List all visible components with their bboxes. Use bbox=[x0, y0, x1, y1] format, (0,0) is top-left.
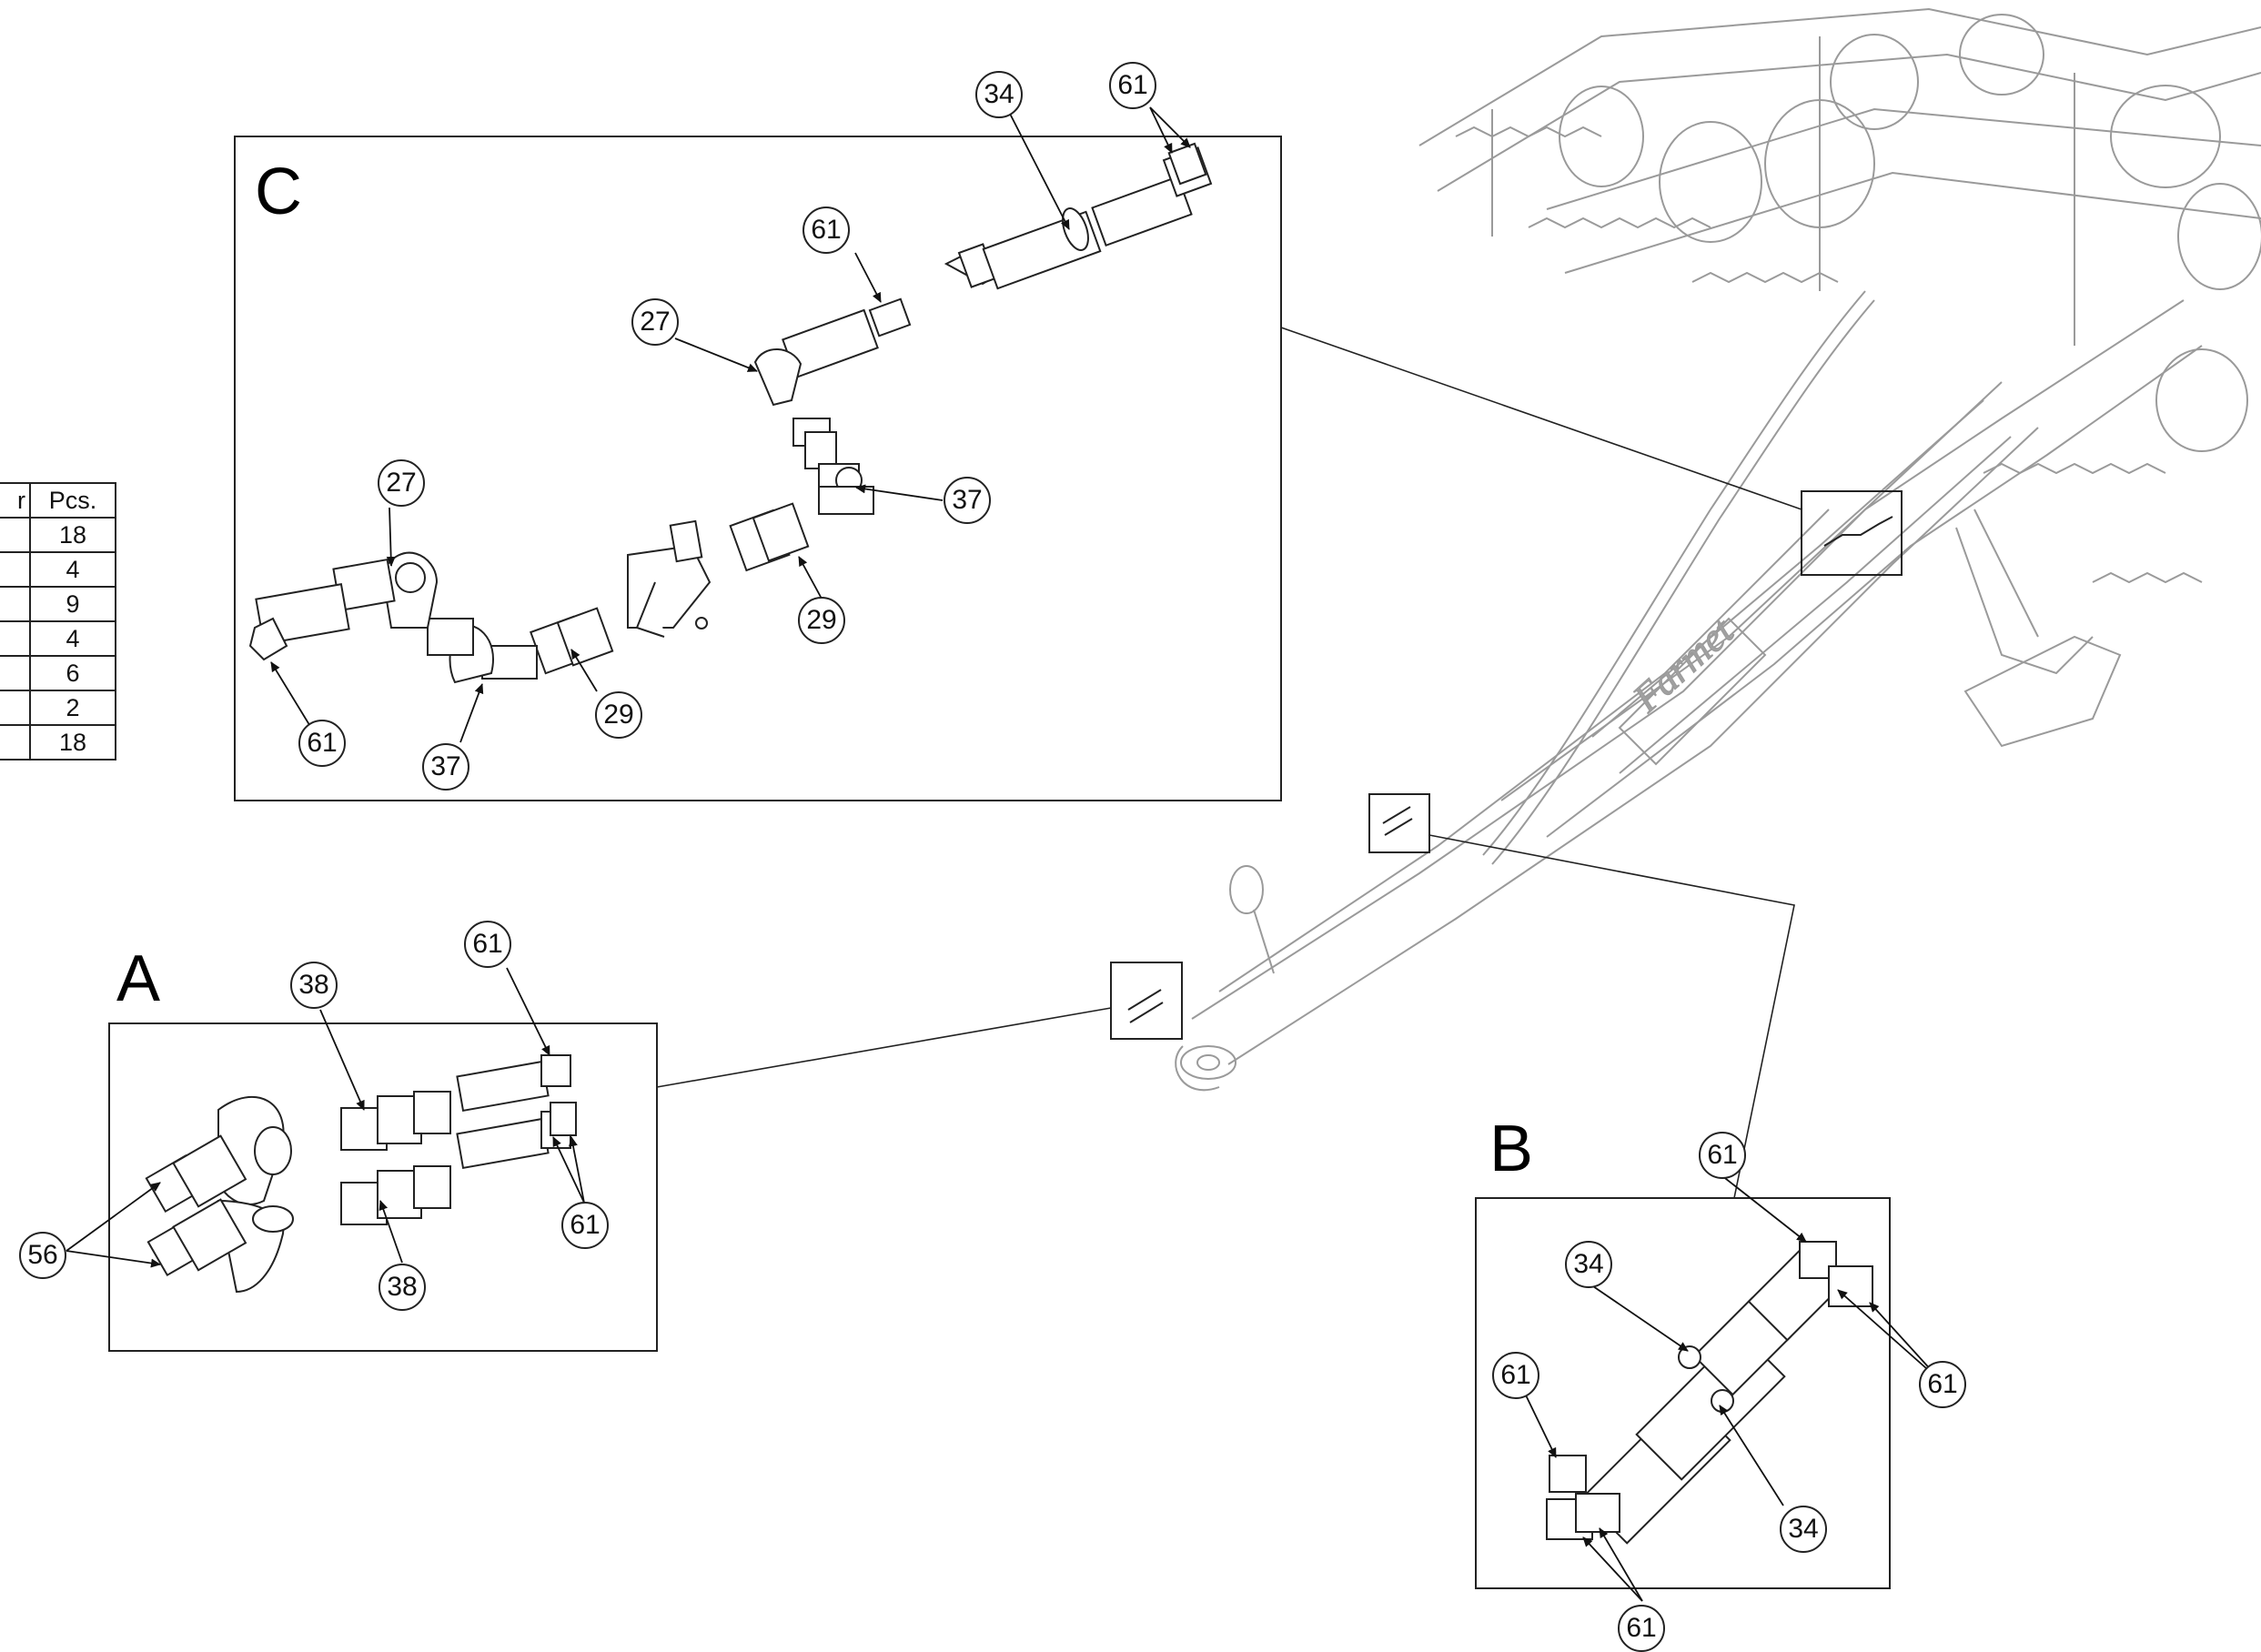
callout-61: 61 bbox=[1492, 1352, 1539, 1399]
table-row: 18 bbox=[0, 517, 116, 553]
table-row: 4 bbox=[0, 620, 116, 657]
callout-61: 61 bbox=[1699, 1132, 1746, 1179]
parts-table: r Pcs. 18 4 9 4 6 2 18 bbox=[0, 482, 116, 761]
table-cell: 18 bbox=[29, 724, 116, 761]
zoom-box-c bbox=[1801, 490, 1903, 576]
callout-61: 61 bbox=[1919, 1361, 1966, 1408]
table-cell bbox=[0, 655, 31, 691]
detail-label-c: C bbox=[255, 156, 302, 228]
detail-b-parts bbox=[1546, 1241, 1873, 1545]
table-cell bbox=[0, 690, 31, 726]
detail-leaders bbox=[656, 327, 1802, 1199]
detail-label-b: B bbox=[1489, 1113, 1534, 1185]
detail-c-parts bbox=[248, 142, 1213, 684]
zoom-box-b bbox=[1368, 793, 1430, 853]
column-header-item: r bbox=[0, 482, 31, 519]
callout-34: 34 bbox=[1565, 1241, 1612, 1288]
table-row: 18 bbox=[0, 724, 116, 761]
callout-37: 37 bbox=[422, 743, 469, 791]
table-cell bbox=[0, 586, 31, 622]
table-cell: 4 bbox=[29, 620, 116, 657]
table-header-row: r Pcs. bbox=[0, 482, 116, 519]
callout-61: 61 bbox=[298, 720, 346, 767]
callout-38: 38 bbox=[290, 962, 338, 1009]
machine-frame bbox=[1175, 7, 2261, 1092]
detail-label-a: A bbox=[116, 942, 161, 1015]
callout-61: 61 bbox=[561, 1202, 609, 1249]
callout-61: 61 bbox=[802, 206, 850, 254]
table-cell bbox=[0, 724, 31, 761]
callout-27: 27 bbox=[378, 459, 425, 507]
callout-34: 34 bbox=[1780, 1506, 1827, 1553]
callout-29: 29 bbox=[798, 597, 845, 644]
callout-27: 27 bbox=[631, 298, 679, 346]
callout-leaders bbox=[66, 106, 1943, 1602]
table-cell: 9 bbox=[29, 586, 116, 622]
table-cell: 6 bbox=[29, 655, 116, 691]
table-cell bbox=[0, 551, 31, 588]
zoom-box-a bbox=[1110, 962, 1183, 1040]
detail-frames bbox=[108, 136, 1891, 1589]
table-cell: 4 bbox=[29, 551, 116, 588]
table-row: 9 bbox=[0, 586, 116, 622]
callout-61: 61 bbox=[464, 921, 511, 968]
callout-37: 37 bbox=[944, 477, 991, 524]
callout-34: 34 bbox=[975, 71, 1023, 118]
table-row: 2 bbox=[0, 690, 116, 726]
table-cell: 2 bbox=[29, 690, 116, 726]
table-cell bbox=[0, 620, 31, 657]
callout-61: 61 bbox=[1618, 1605, 1665, 1652]
callout-29: 29 bbox=[595, 691, 642, 739]
callout-61: 61 bbox=[1109, 62, 1156, 109]
table-cell bbox=[0, 517, 31, 553]
table-cell: 18 bbox=[29, 517, 116, 553]
callout-56: 56 bbox=[19, 1232, 66, 1279]
table-row: 6 bbox=[0, 655, 116, 691]
detail-a-parts bbox=[145, 1054, 577, 1294]
table-row: 4 bbox=[0, 551, 116, 588]
column-header-pcs: Pcs. bbox=[29, 482, 116, 519]
callout-38: 38 bbox=[379, 1264, 426, 1311]
